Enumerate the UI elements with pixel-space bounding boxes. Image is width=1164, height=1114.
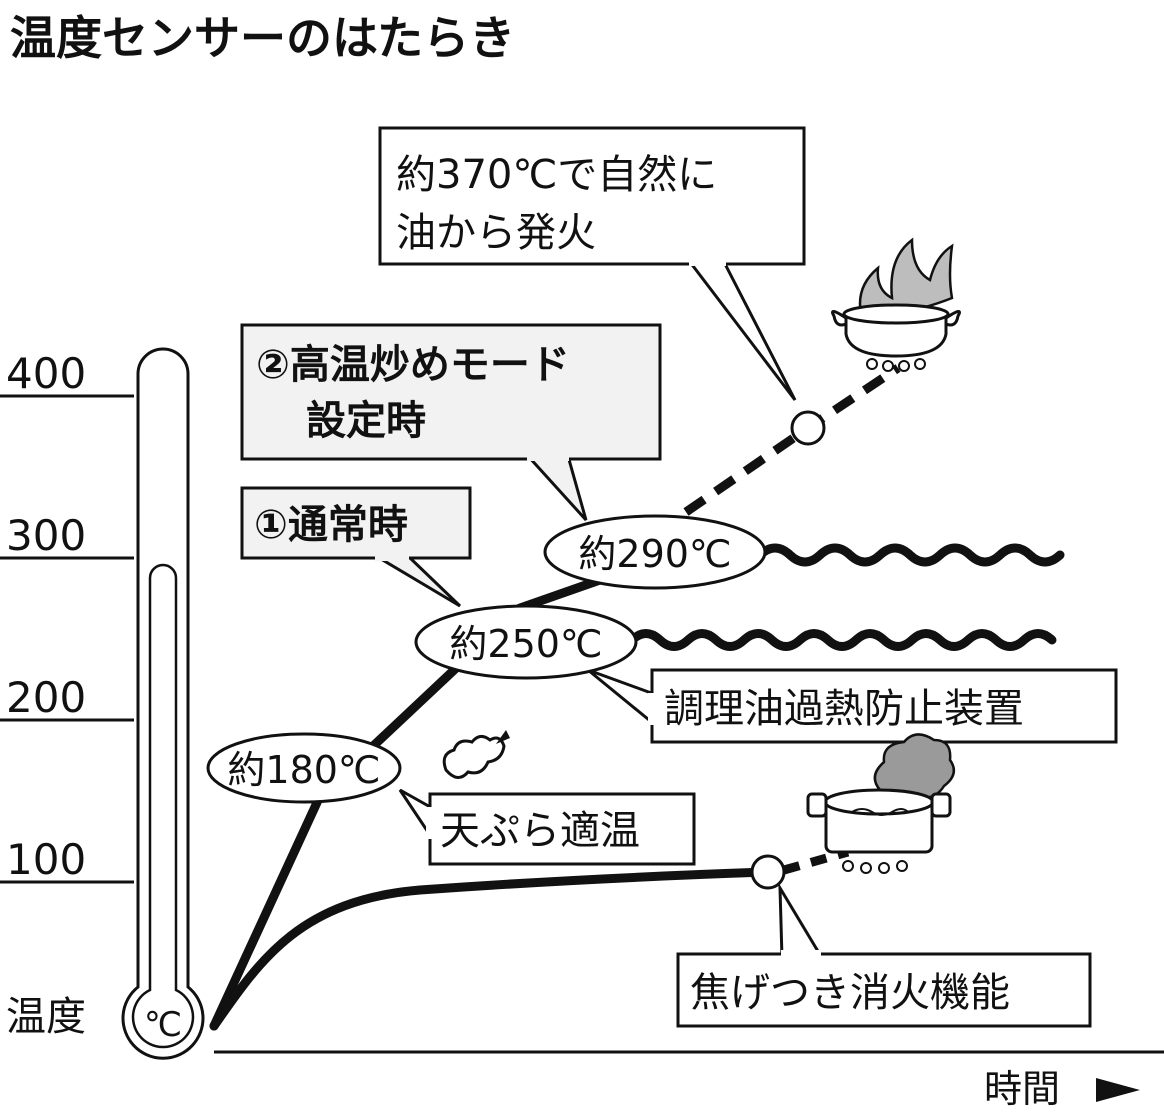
plateau-wave-290 — [755, 543, 1065, 567]
high-mode-line-1: ②高温炒めモード — [256, 342, 570, 388]
point-290-label: 約290℃ — [578, 532, 731, 576]
title: 温度センサーのはたらき — [10, 11, 515, 65]
point-180-label: 約180℃ — [227, 748, 380, 792]
thermometer-icon: ℃ — [121, 347, 205, 1060]
ignition-dashed-line — [683, 364, 901, 516]
point-250-label: 約250℃ — [449, 622, 602, 666]
callout-normal: ①通常時 — [240, 486, 472, 608]
scorch-point — [750, 854, 786, 890]
ignition-point — [790, 410, 826, 446]
tempura-icon — [442, 730, 510, 779]
heating-curve — [209, 575, 605, 1031]
callout-high-mode: ②高温炒めモード 設定時 — [240, 323, 662, 522]
scorch-dashed-line — [782, 847, 850, 875]
point-290: 約290℃ — [543, 514, 767, 590]
tick-label-100: 100 — [6, 835, 86, 884]
time-arrow-icon — [1096, 1078, 1140, 1102]
overheat-label: 調理油過熱防止装置 — [664, 686, 1024, 732]
y-axis-label: 温度 — [6, 994, 86, 1040]
callout-scorch: 焦げつき消火機能 — [676, 882, 1092, 1028]
normal-label: ①通常時 — [254, 502, 408, 548]
tick-label-200: 200 — [6, 673, 86, 722]
plateau-wave-250 — [627, 629, 1057, 651]
scorch-label: 焦げつき消火機能 — [690, 970, 1010, 1016]
tempura-label: 天ぷら適温 — [440, 808, 640, 854]
tick-label-400: 400 — [6, 349, 86, 398]
point-180: 約180℃ — [206, 732, 402, 804]
tick-label-300: 300 — [6, 511, 86, 560]
thermometer-unit: ℃ — [144, 1005, 182, 1045]
high-mode-line-2: 設定時 — [306, 398, 426, 444]
ignition-line-1: 約370℃で自然に — [396, 152, 717, 198]
burning-pan-icon — [831, 237, 961, 372]
point-250: 約250℃ — [414, 604, 638, 680]
smoking-pot-icon — [806, 733, 956, 874]
y-axis: 400 300 200 100 温度 — [0, 349, 134, 1040]
ignition-line-2: 油から発火 — [396, 210, 596, 256]
x-axis-label: 時間 — [984, 1067, 1060, 1111]
scorch-curve — [209, 867, 773, 1031]
callout-tempura: 天ぷら適温 — [398, 788, 696, 866]
callout-overheat: 調理油過熱防止装置 — [587, 668, 1118, 744]
callout-ignition: 約370℃で自然に 油から発火 — [378, 126, 806, 401]
